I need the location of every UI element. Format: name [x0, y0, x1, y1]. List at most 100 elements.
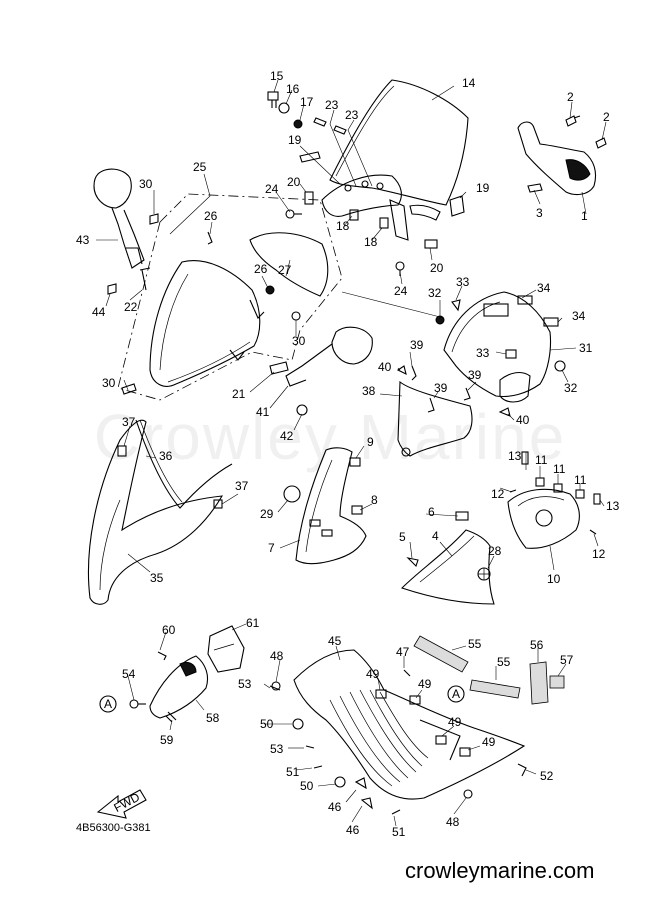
grommet-9 [349, 457, 361, 467]
lower-panel-4 [400, 529, 495, 605]
callout-10: 10 [547, 572, 561, 586]
screw-30a [149, 213, 159, 225]
fwd-arrow: FWD [96, 789, 147, 819]
callout-43: 43 [76, 233, 90, 247]
callout-33b: 33 [476, 346, 490, 360]
site-url[interactable]: crowleymarine.com [405, 858, 595, 883]
collar-23b [333, 125, 347, 135]
callout-38: 38 [362, 384, 376, 398]
grommet-20a [304, 191, 314, 205]
screw-22 [139, 267, 151, 291]
callout-60: 60 [162, 623, 176, 637]
bolt-2b [595, 137, 607, 149]
callout-55b: 55 [497, 655, 511, 669]
nut-17 [293, 119, 303, 129]
callout-50a: 50 [260, 717, 274, 731]
callout-37a: 37 [122, 415, 136, 429]
callout-19b: 19 [476, 181, 490, 195]
screw-53a [269, 685, 281, 691]
callout-39c: 39 [468, 368, 482, 382]
bolt-2a [565, 115, 581, 127]
callout-21: 21 [232, 387, 246, 401]
callout-55a: 55 [468, 637, 482, 651]
nut-3 [527, 183, 543, 193]
trim-strip-36 [135, 419, 233, 509]
callout-11b: 11 [553, 462, 566, 476]
clip-39a [411, 365, 417, 381]
callout-2b: 2 [603, 110, 610, 124]
callout-59: 59 [160, 733, 174, 747]
bolt-50a [292, 718, 304, 730]
bolt-15 [267, 91, 279, 108]
callout-34b: 34 [572, 309, 586, 323]
callout-4: 4 [432, 529, 439, 543]
clip-39b [427, 397, 435, 413]
washer-16 [278, 102, 290, 114]
grommet-44 [107, 283, 117, 295]
screw-52 [517, 763, 527, 777]
side-panel-31 [443, 291, 552, 403]
callout-26a: 26 [204, 209, 218, 223]
callout-26b: 26 [254, 262, 268, 276]
under-cowl-45 [293, 649, 526, 800]
screw-30b [291, 311, 301, 321]
callout-7: 7 [268, 541, 275, 555]
rivet-33a [451, 299, 461, 312]
bolt-13a [521, 451, 529, 465]
grommet-11a [535, 477, 545, 487]
leader-lines [96, 79, 607, 827]
callout-36: 36 [159, 449, 173, 463]
screw-51b [391, 809, 401, 815]
screw-40a [396, 365, 407, 376]
callout-24b: 24 [394, 284, 408, 298]
damper-34a [517, 295, 533, 305]
grommet-20b [424, 239, 438, 249]
seal-55a [413, 635, 469, 673]
ref-marker-left: A [99, 695, 117, 713]
callout-18a: 18 [336, 219, 350, 233]
bolt-24b [395, 261, 405, 276]
screw-12b [589, 529, 597, 535]
upper-cowling-part [149, 260, 265, 387]
seal-55b [469, 679, 521, 699]
grommet-11c [575, 489, 585, 499]
spacer-18b [379, 217, 389, 229]
callout-52: 52 [540, 769, 554, 783]
callout-17: 17 [300, 95, 314, 109]
callout-5: 5 [399, 530, 406, 544]
callout-32b: 32 [564, 381, 578, 395]
callout-40b: 40 [516, 413, 530, 427]
svg-text:FWD: FWD [111, 790, 142, 815]
seal-56 [529, 661, 549, 705]
callout-6: 6 [428, 505, 435, 519]
callout-labels: 1 2 2 3 4 5 6 7 8 9 10 11 11 11 12 12 13… [76, 69, 620, 839]
callout-39a: 39 [410, 338, 424, 352]
stay-part-1 [517, 121, 597, 196]
screw-53b [305, 745, 315, 749]
callout-28: 28 [488, 544, 502, 558]
callout-23b: 23 [345, 108, 359, 122]
callout-54: 54 [122, 667, 136, 681]
nut-42 [296, 404, 308, 416]
callout-14: 14 [462, 76, 476, 90]
watermark: Crowley Marine [93, 401, 567, 473]
cover-61 [207, 625, 245, 673]
callout-11a: 11 [535, 453, 548, 467]
windshield-bracket-part [321, 174, 441, 241]
callout-47: 47 [396, 645, 410, 659]
side-cover-7 [295, 447, 367, 565]
damper-19b [449, 195, 465, 217]
callout-61: 61 [246, 616, 260, 630]
callout-46b: 46 [346, 823, 360, 837]
callout-53b: 53 [270, 742, 284, 756]
callout-13a: 13 [508, 449, 522, 463]
rivet-33b [505, 349, 517, 359]
screw-48b [463, 789, 473, 799]
callout-27: 27 [278, 263, 292, 277]
screw-47 [403, 669, 411, 677]
damper-19a [299, 151, 321, 163]
callout-42: 42 [280, 429, 294, 443]
diagram-code: 4B56300-G381 [76, 822, 151, 834]
inner-panel-27 [249, 232, 329, 297]
